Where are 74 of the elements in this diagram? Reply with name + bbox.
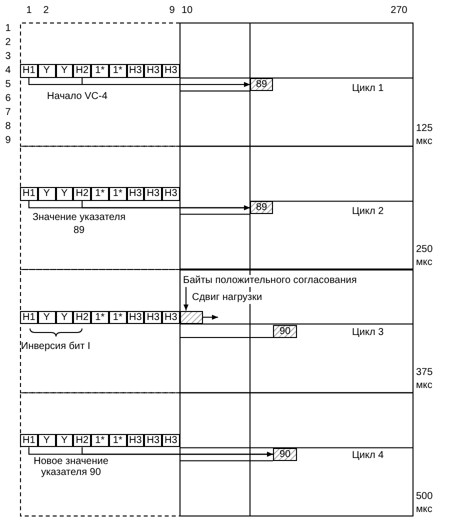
arrow — [82, 200, 250, 210]
column-number: 10 — [180, 5, 194, 17]
cycle-label: Цикл 1 — [352, 83, 384, 95]
annotation-text: Инверсия бит I — [21, 341, 90, 353]
byte-cell: H3 — [144, 310, 162, 324]
byte-cell: 1* — [91, 187, 109, 201]
time-label: 250 мкс — [416, 243, 434, 269]
row-number: 8 — [4, 121, 12, 133]
row-number: 6 — [4, 93, 12, 105]
column-number: 270 — [390, 5, 408, 17]
time-label: 500 мкс — [416, 490, 434, 516]
hatched-value-box: 89 — [250, 78, 273, 91]
column-number: 9 — [168, 5, 176, 17]
byte-cell: H3 — [126, 64, 144, 78]
byte-cell: H1 — [20, 434, 38, 448]
row-number: 1 — [4, 23, 12, 35]
hatched-box — [180, 310, 203, 324]
byte-cell: H3 — [126, 310, 144, 324]
hatched-value-box: 89 — [250, 201, 273, 214]
byte-cell: 1* — [91, 434, 109, 448]
cycle-label: Цикл 4 — [352, 450, 384, 462]
byte-cell: H1 — [20, 187, 38, 201]
row-number: 3 — [4, 51, 12, 63]
leader-arrow — [184, 286, 188, 311]
byte-cell: H3 — [144, 64, 162, 78]
byte-cell: H2 — [73, 434, 91, 448]
annotation-text: Новое значение указателя 90 — [32, 456, 110, 478]
byte-cell: H3 — [162, 310, 180, 324]
byte-cell: 1* — [108, 310, 126, 324]
byte-cell: H3 — [144, 187, 162, 201]
edge-label: Сдвиг нагрузки — [192, 292, 262, 304]
byte-cell: H2 — [73, 187, 91, 201]
byte-cell: Y — [38, 187, 56, 201]
byte-cell: 1* — [108, 187, 126, 201]
cycle-label: Цикл 3 — [352, 327, 384, 339]
byte-cell: Y — [38, 310, 56, 324]
hatched-value-box: 90 — [273, 324, 297, 338]
time-label: 125 мкс — [416, 122, 434, 148]
byte-cell: H3 — [144, 434, 162, 448]
hatched-value-box: 90 — [273, 448, 297, 461]
row-number: 9 — [4, 135, 12, 147]
byte-cell: H1 — [20, 310, 38, 324]
byte-cell: 1* — [91, 64, 109, 78]
byte-cell: H2 — [73, 64, 91, 78]
row-number: 7 — [4, 107, 12, 119]
byte-cell: Y — [56, 310, 74, 324]
byte-cell: H1 — [20, 64, 38, 78]
byte-cell: Y — [38, 64, 56, 78]
callout-text: Байты положительного согласования — [183, 275, 357, 287]
byte-cell: 1* — [91, 310, 109, 324]
byte-cell: Y — [56, 434, 74, 448]
byte-cell: H3 — [162, 187, 180, 201]
cycle-label: Цикл 2 — [352, 206, 384, 218]
row-number: 2 — [4, 37, 12, 49]
time-label: 375 мкс — [416, 366, 434, 392]
byte-cell: 1* — [108, 64, 126, 78]
row-number: 5 — [4, 79, 12, 91]
byte-cell: H3 — [126, 434, 144, 448]
column-number: 1 — [25, 5, 33, 17]
byte-cell: Y — [56, 187, 74, 201]
row-number: 4 — [4, 65, 12, 77]
byte-cell: Y — [56, 64, 74, 78]
byte-cell: H3 — [126, 187, 144, 201]
column-number: 2 — [42, 5, 50, 17]
arrow — [82, 446, 274, 457]
byte-cell: Y — [38, 434, 56, 448]
annotation-text: Начало VC-4 — [47, 91, 108, 103]
arrow — [202, 314, 218, 320]
arrow — [82, 77, 250, 87]
byte-cell: H3 — [162, 64, 180, 78]
byte-cell: H2 — [73, 310, 91, 324]
annotation-text: Значение указателя 89 — [31, 211, 127, 237]
byte-cell: H3 — [162, 434, 180, 448]
byte-cell: 1* — [108, 434, 126, 448]
